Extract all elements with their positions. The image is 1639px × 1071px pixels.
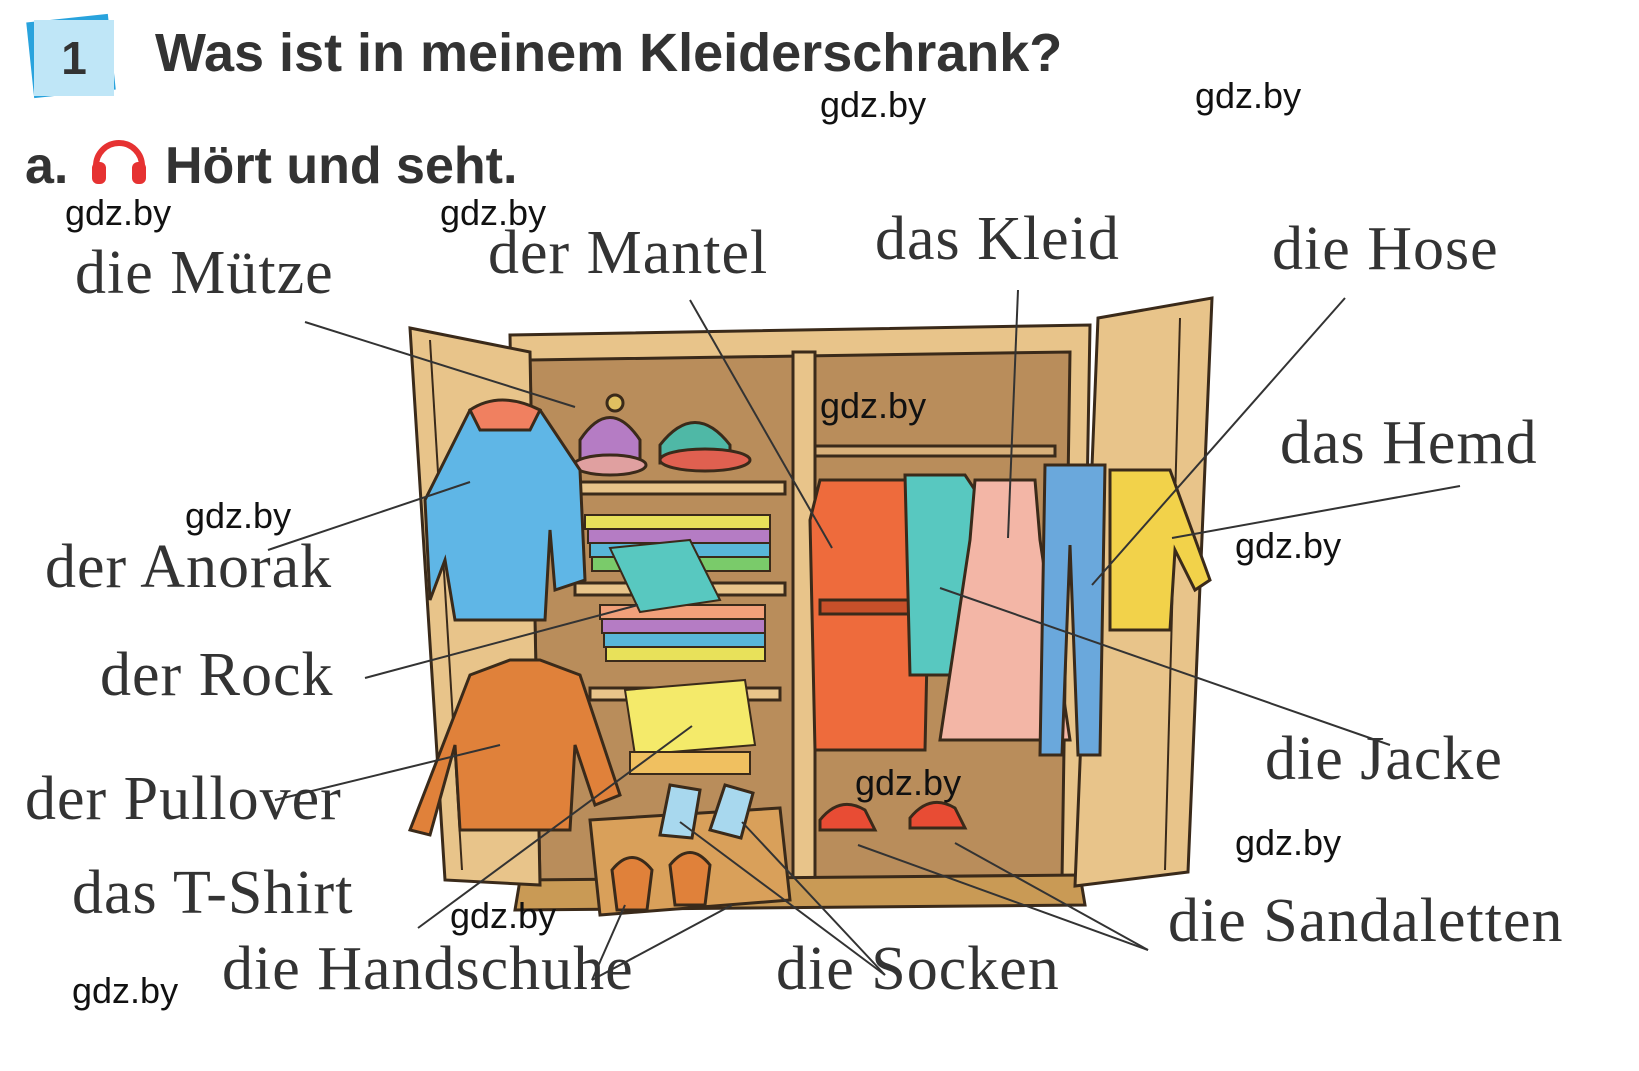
task-letter: a.: [25, 137, 69, 195]
watermark: gdz.by: [820, 84, 927, 125]
basket: [588, 783, 792, 917]
label-handschuhe: die Handschuhe: [222, 935, 634, 1003]
watermark: gdz.by: [65, 192, 172, 233]
watermark: gdz.by: [855, 762, 962, 803]
door-clothes: [407, 398, 622, 837]
exercise-number-badge: 1: [26, 13, 116, 99]
label-mantel: der Mantel: [488, 219, 769, 287]
label-anorak: der Anorak: [45, 533, 333, 601]
label-kleid: das Kleid: [875, 205, 1120, 273]
label-tshirt: das T-Shirt: [72, 859, 354, 927]
leader-lines: [267, 289, 1461, 981]
label-hemd: das Hemd: [1280, 409, 1538, 477]
watermark: gdz.by: [820, 385, 927, 426]
hats: [572, 393, 752, 477]
label-socken: die Socken: [776, 935, 1060, 1003]
label-hose: die Hose: [1272, 215, 1499, 283]
watermark: gdz.by: [440, 192, 547, 233]
task-instruction: Hört und seht.: [165, 137, 518, 195]
watermark: gdz.by: [1235, 822, 1342, 863]
label-jacke: die Jacke: [1265, 725, 1503, 793]
folded-clothes: [584, 514, 771, 775]
watermark: gdz.by: [185, 495, 292, 536]
label-rock: der Rock: [100, 641, 334, 709]
label-sandaletten: die Sandaletten: [1168, 887, 1564, 955]
exercise-number: 1: [34, 20, 114, 96]
watermark: gdz.by: [72, 970, 179, 1011]
label-pullover: der Pullover: [25, 765, 342, 833]
watermark: gdz.by: [1235, 525, 1342, 566]
watermark: gdz.by: [1195, 75, 1302, 116]
watermark: gdz.by: [450, 895, 557, 936]
label-muetze: die Mütze: [75, 239, 334, 307]
headphones-icon[interactable]: [88, 128, 150, 190]
exercise-title: Was ist in meinem Kleiderschrank?: [155, 23, 1063, 83]
